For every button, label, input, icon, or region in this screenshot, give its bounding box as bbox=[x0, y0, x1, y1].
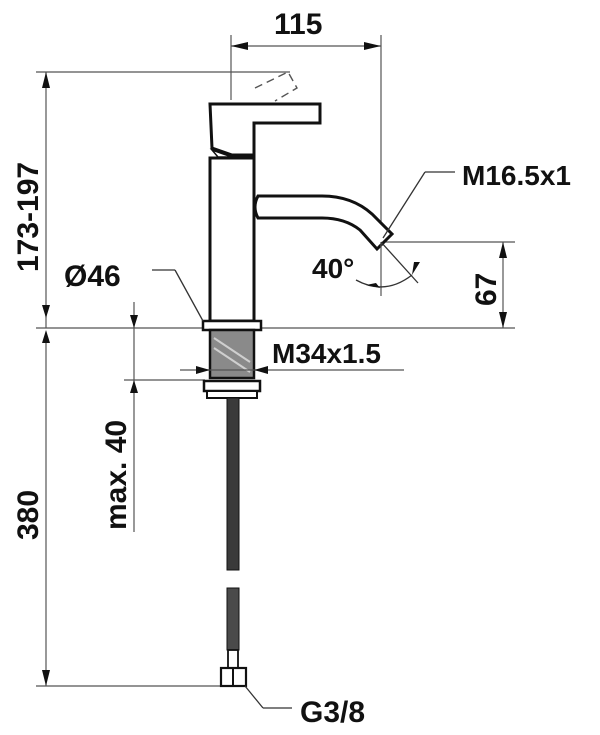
base-diameter-label: Ø46 bbox=[64, 260, 121, 293]
spout bbox=[253, 194, 395, 252]
spout-outlet-callouts: M16.5x1 bbox=[382, 160, 571, 239]
hose-ferrule bbox=[227, 649, 239, 669]
hose-length-label: 380 bbox=[12, 490, 45, 540]
dimension-hose-length: 380 bbox=[12, 343, 222, 687]
handle-alternate-position bbox=[254, 71, 298, 102]
hose-lower bbox=[226, 587, 240, 651]
mounting-nut-lower bbox=[206, 390, 258, 399]
dimension-total-height: 173-197 bbox=[12, 71, 290, 343]
handle-gap bbox=[209, 148, 233, 158]
shank-thread-label: M34x1.5 bbox=[272, 338, 381, 369]
shank-thread-callout: M34x1.5 bbox=[180, 338, 404, 374]
faucet-body bbox=[208, 71, 395, 323]
spout-angle-label: 40° bbox=[312, 253, 354, 284]
supply-hose bbox=[219, 397, 248, 688]
hose-connection-label: G3/8 bbox=[300, 696, 365, 729]
spout-angle-indicator: 40° bbox=[312, 241, 420, 296]
dimension-spout-height: 67 bbox=[385, 241, 515, 328]
spout-height-label: 67 bbox=[470, 273, 503, 306]
base-diameter-callout: Ø46 bbox=[64, 260, 204, 322]
dimension-spout-reach: 115 bbox=[230, 8, 382, 245]
lever-handle bbox=[208, 102, 322, 157]
faucet-base bbox=[201, 319, 263, 399]
hose-upper bbox=[226, 397, 240, 571]
hose-connection-callout: G3/8 bbox=[244, 685, 365, 729]
body-column bbox=[208, 156, 256, 323]
mounting-nut bbox=[202, 379, 262, 393]
total-height-label: 173-197 bbox=[12, 162, 45, 272]
spout-reach-label: 115 bbox=[274, 8, 322, 41]
max-countertop-label: max. 40 bbox=[100, 420, 133, 530]
spout-thread-label: M16.5x1 bbox=[462, 160, 571, 191]
dimension-max-countertop: max. 40 bbox=[100, 302, 205, 532]
base-ring bbox=[201, 319, 263, 332]
